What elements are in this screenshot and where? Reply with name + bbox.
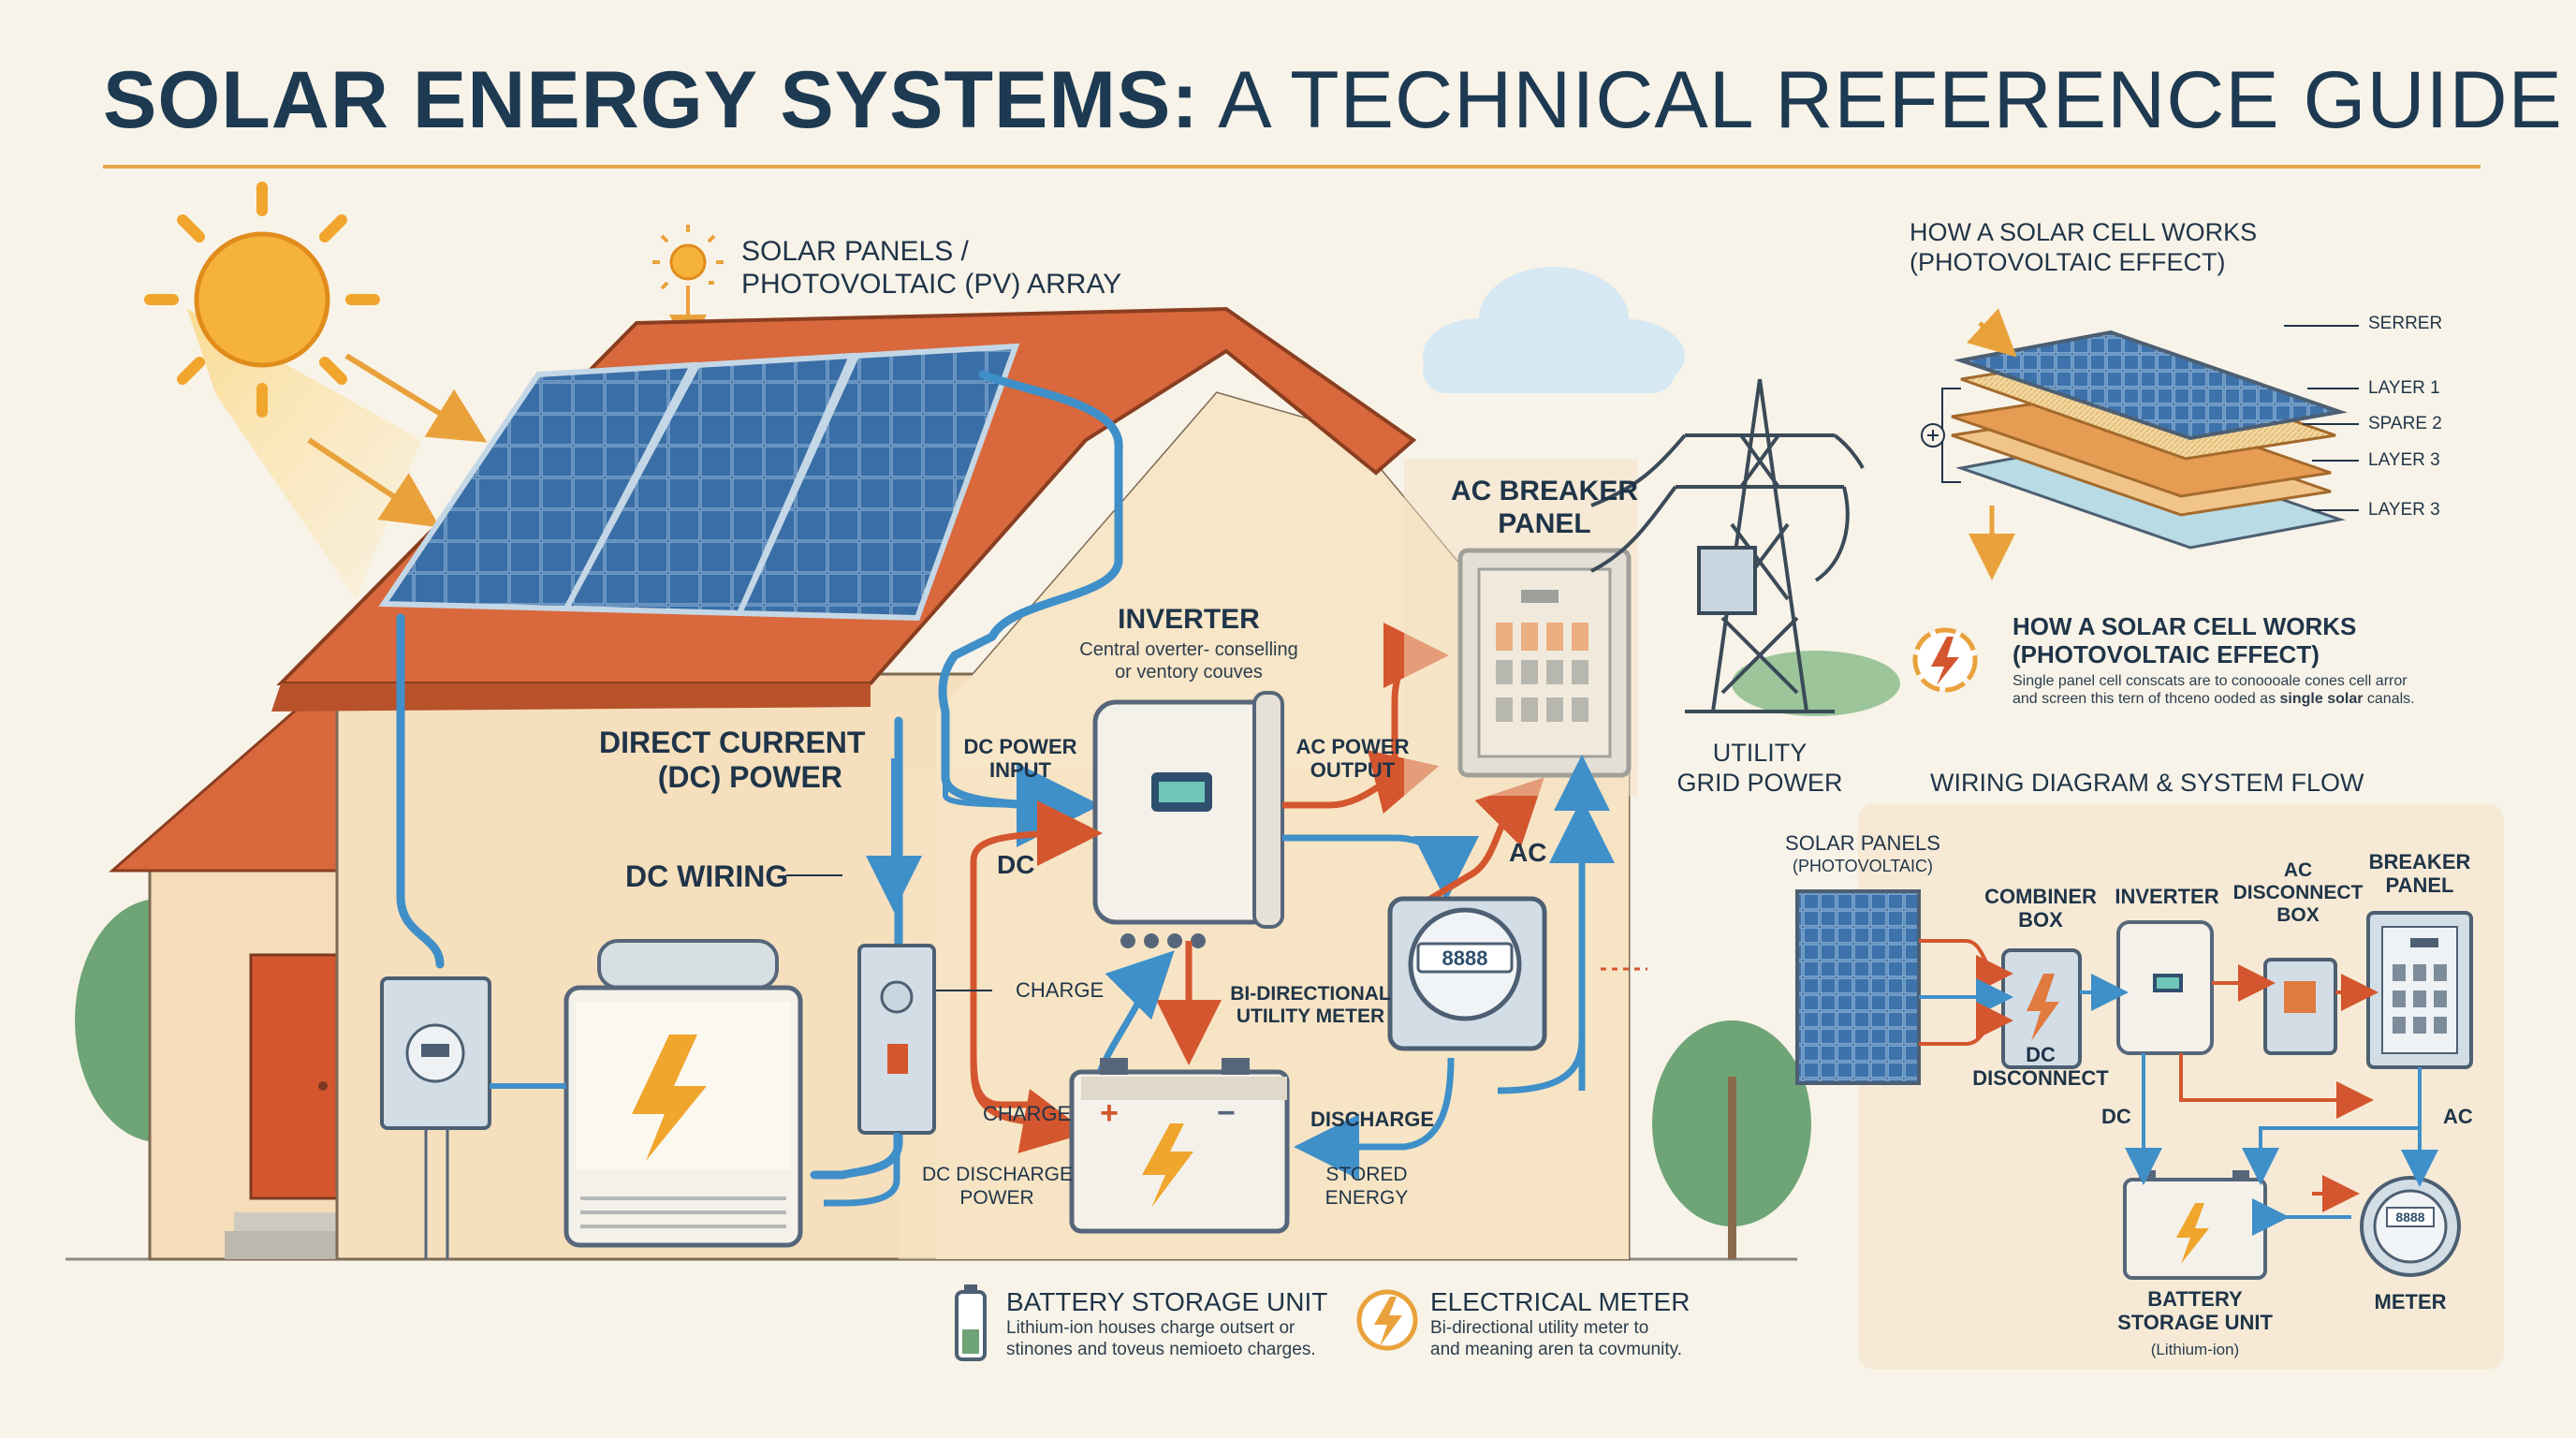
wd-solar-panel	[1795, 889, 1921, 1085]
cell-layers-diagram	[1921, 308, 2359, 580]
cell-title: HOW A SOLAR CELL WORKS (PHOTOVOLTAIC EFF…	[1910, 218, 2258, 277]
cell-sub-desc-line-2-c: canals.	[2363, 691, 2415, 708]
ac-flow-label: AC	[1509, 838, 1547, 867]
dc-power-input-label: DC POWER INPUT	[963, 735, 1077, 783]
roof-solar-panels	[378, 343, 1020, 622]
legend-meter-title: ELECTRICAL METER	[1430, 1287, 1690, 1316]
cell-sub-title: HOW A SOLAR CELL WORKS (PHOTOVOLTAIC EFF…	[2012, 612, 2357, 668]
cell-layer-0: SERRER	[2368, 314, 2443, 333]
charge2-label: CHARGE	[983, 1102, 1072, 1125]
stored-energy-label: STORED ENERGY	[1325, 1164, 1409, 1210]
wd-dc-disconnect-label: DC DISCONNECT	[1972, 1043, 2109, 1091]
wd-photovoltaic-label: (PHOTOVOLTAIC)	[1792, 857, 1933, 875]
cell-sub-desc-line-1: Single panel cell conscats are to conooo…	[2012, 673, 2408, 689]
wd-combiner-label: COMBINER BOX	[1984, 885, 2097, 932]
bidirectional-meter: 8888	[1387, 896, 1547, 1051]
cell-layer-1: LAYER 1	[2368, 378, 2440, 398]
discharge-label: DISCHARGE	[1310, 1108, 1435, 1131]
legend-battery-icon	[955, 1284, 987, 1361]
wd-battery-label: BATTERY STORAGE UNIT	[2117, 1287, 2273, 1335]
pv-array-label: SOLAR PANELS / PHOTOVOLTAIC (PV) ARRAY	[741, 236, 1122, 300]
legend-battery-title: BATTERY STORAGE UNIT	[1006, 1287, 1328, 1316]
wiring-diagram: 8888	[1795, 889, 2473, 1280]
wd-ac-disconnect-label: AC DISCONNECT BOX	[2232, 859, 2364, 927]
legend-battery-desc: Lithium-ion houses charge outsert or sti…	[1006, 1318, 1316, 1359]
cell-sub-desc: Single panel cell conscats are to conooo…	[2012, 672, 2415, 708]
ac-power-output-label: AC POWER OUTPUT	[1295, 735, 1410, 783]
ac-breaker-panel-label: AC BREAKER PANEL	[1450, 476, 1638, 539]
legend-meter-icon	[1356, 1289, 1418, 1351]
cell-sub-desc-line-2: and screen this tern of thceno ooded as …	[2012, 690, 2415, 708]
cell-sub-desc-line-2-a: and screen this tern of thceno ooded as	[2012, 691, 2280, 708]
title-light: A TECHNICAL REFERENCE GUIDE	[1199, 55, 2563, 145]
wd-meter-label: METER	[2374, 1290, 2447, 1313]
inverter-desc: Central overter- conselling or ventory c…	[1079, 639, 1298, 682]
bidirectional-meter-label: BI-DIRECTIONAL UTILITY METER	[1230, 983, 1391, 1028]
photovoltaic-effect-icon	[1912, 627, 1978, 693]
dc-discharge-power-label: DC DISCHARGE POWER	[922, 1164, 1074, 1210]
svg-text:+: +	[1100, 1095, 1119, 1131]
cell-layer-2: SPARE 2	[2368, 414, 2442, 433]
charge-label: CHARGE	[1016, 978, 1105, 1002]
sun-icon	[144, 182, 488, 599]
dc-disconnect-switch	[857, 944, 936, 1135]
wd-breaker-panel-label: BREAKER PANEL	[2368, 850, 2471, 898]
battery-unit: +−	[1069, 1058, 1290, 1234]
inverter-title: INVERTER	[1118, 604, 1260, 635]
cell-layer-3: LAYER 3	[2368, 450, 2440, 470]
utility-pylon	[1590, 378, 1865, 713]
wiring-title: WIRING DIAGRAM & SYSTEM FLOW	[1930, 769, 2364, 797]
title-rule	[103, 165, 2481, 169]
page-title: SOLAR ENERGY SYSTEMS: A TECHNICAL REFERE…	[103, 54, 2562, 147]
wd-ac-label: AC	[2443, 1105, 2473, 1128]
svg-text:−: −	[1217, 1095, 1236, 1131]
wall-meter	[380, 976, 566, 1259]
pv-conduit	[938, 370, 1123, 847]
cell-layer-4: LAYER 3	[2368, 500, 2440, 520]
legend-meter-desc: Bi-directional utility meter to and mean…	[1430, 1318, 1682, 1359]
dc-wiring-label: DC WIRING	[625, 859, 789, 893]
dc-power-label: DIRECT CURRENT (DC) POWER	[599, 726, 866, 794]
wd-meter-reading: 8888	[2395, 1210, 2424, 1225]
meter-reading: 8888	[1442, 946, 1488, 970]
wd-solar-panels-label: SOLAR PANELS	[1785, 831, 1940, 855]
title-bold: SOLAR ENERGY SYSTEMS:	[103, 55, 1200, 145]
wd-inverter-label: INVERTER	[2115, 885, 2219, 908]
cloud-icon	[1423, 267, 1685, 393]
inverter-unit	[1092, 691, 1284, 948]
cell-sub-desc-line-2-bold: single solar	[2279, 691, 2364, 708]
home-battery-unit	[564, 939, 803, 1248]
dc-flow-label: DC	[997, 850, 1035, 879]
wd-lithium-label: (Lithium-ion)	[2150, 1341, 2240, 1358]
utility-grid-label: UTILITY GRID POWER	[1676, 739, 1843, 798]
wd-dc-label: DC	[2101, 1105, 2131, 1128]
